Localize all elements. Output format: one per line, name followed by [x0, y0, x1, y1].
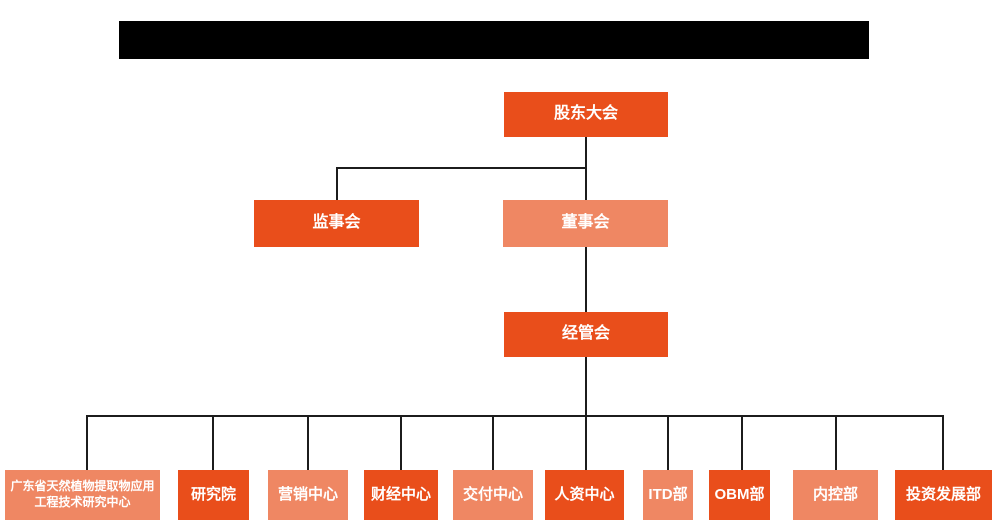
node-hr-center: 人资中心	[545, 470, 624, 520]
redacted-title-bar	[119, 21, 869, 59]
node-obm-dept: OBM部	[709, 470, 770, 520]
node-finance-center: 财经中心	[364, 470, 438, 520]
node-internal-control-dept: 内控部	[793, 470, 878, 520]
node-management-committee: 经管会	[504, 312, 668, 357]
node-gd-research-center: 广东省天然植物提取物应用工程技术研究中心	[5, 470, 160, 520]
node-supervisory-board: 监事会	[254, 200, 419, 247]
node-board-of-directors: 董事会	[503, 200, 668, 247]
node-marketing-center: 营销中心	[268, 470, 348, 520]
node-shareholders-meeting: 股东大会	[504, 92, 668, 137]
node-research-institute: 研究院	[178, 470, 249, 520]
node-investment-development-dept: 投资发展部	[895, 470, 992, 520]
node-itd-dept: ITD部	[643, 470, 693, 520]
node-delivery-center: 交付中心	[453, 470, 533, 520]
